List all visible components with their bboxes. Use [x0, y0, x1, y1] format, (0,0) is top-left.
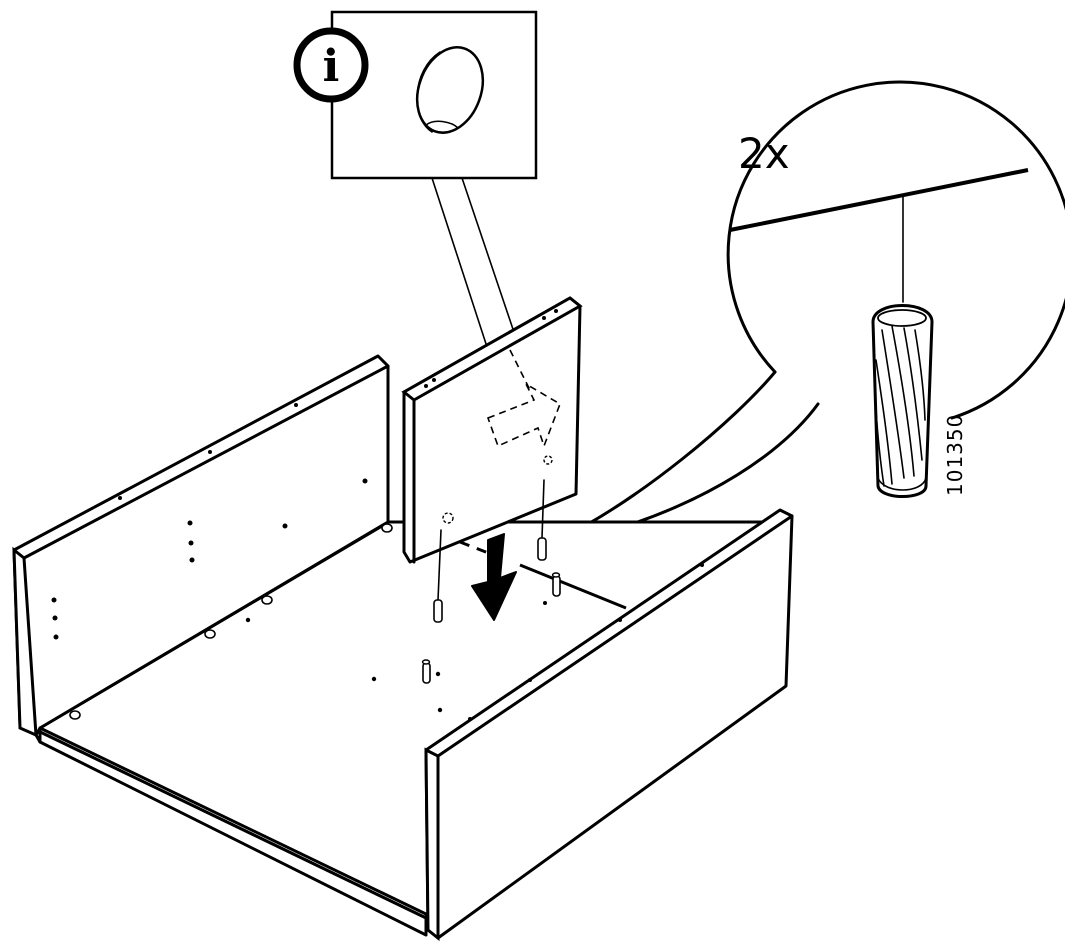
part-number-label: 101350 — [943, 414, 967, 496]
info-pointer — [432, 178, 520, 350]
info-symbol: i — [323, 41, 340, 92]
info-detail-box: i — [297, 12, 536, 178]
dowel-callout: 2x 101350 — [558, 82, 1065, 543]
dowel-icon — [873, 306, 932, 497]
info-icon: i — [297, 31, 365, 99]
quantity-label: 2x — [738, 129, 790, 178]
